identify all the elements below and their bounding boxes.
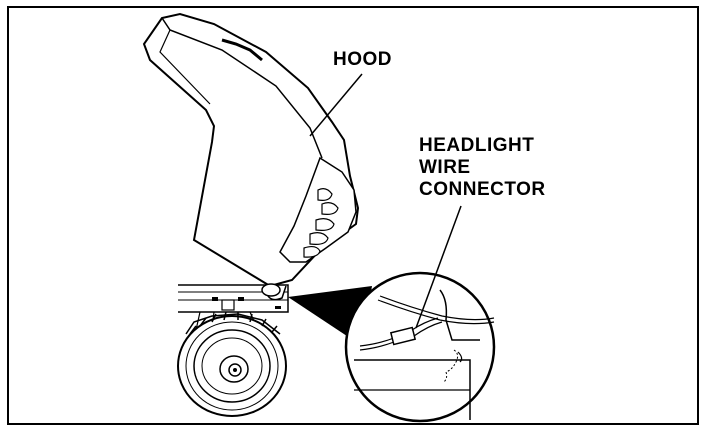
connector-leader-line	[415, 205, 462, 329]
hood-label: HOOD	[333, 49, 392, 70]
connector-label-line-3: CONNECTOR	[419, 179, 546, 200]
hood	[142, 12, 360, 301]
connector-label-line-1: HEADLIGHT	[419, 135, 535, 156]
hood-leader-line	[309, 73, 363, 137]
connector-detail-circle	[344, 271, 496, 423]
wire-connector	[389, 326, 417, 346]
connector-label-line-2: WIRE	[419, 157, 471, 178]
front-wheel	[177, 311, 287, 417]
diagram-border	[7, 6, 699, 425]
